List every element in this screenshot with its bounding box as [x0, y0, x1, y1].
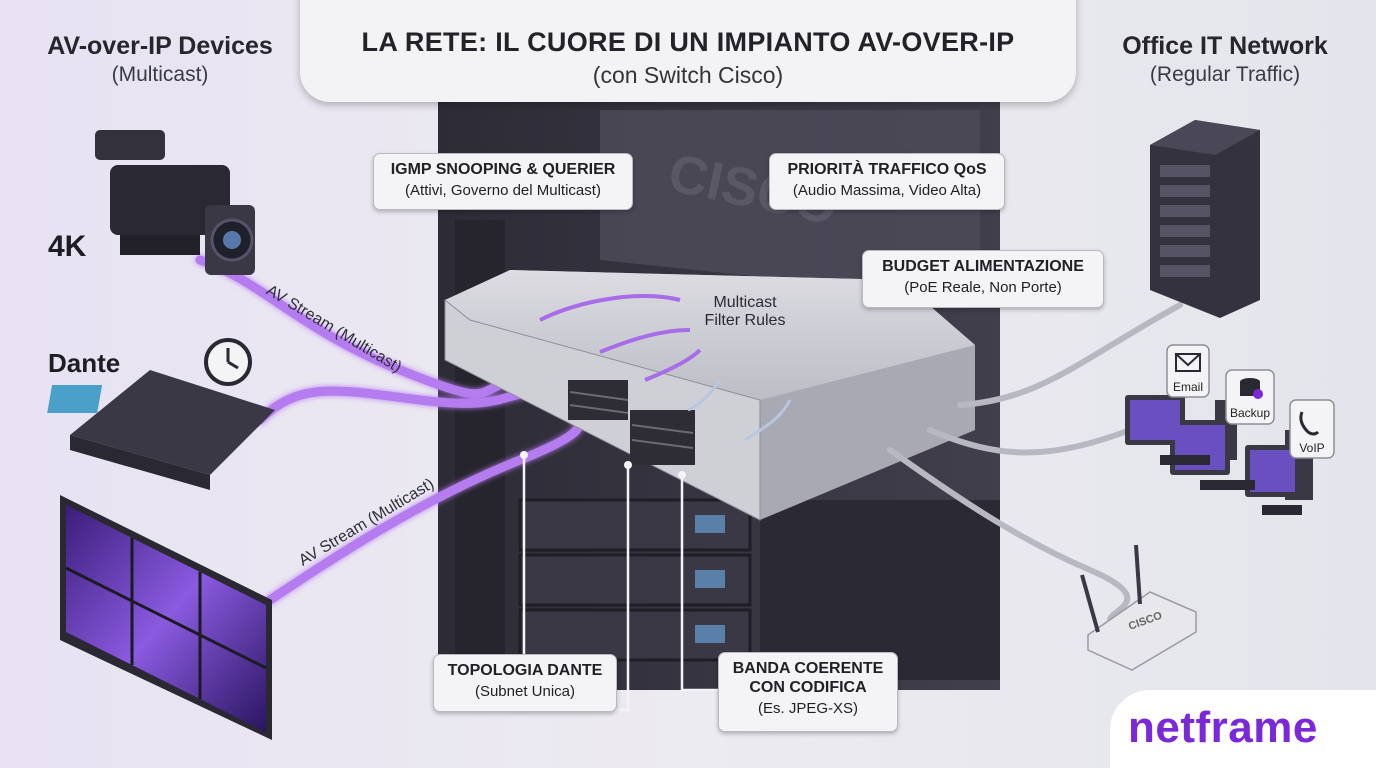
callout-bandwidth: BANDA COERENTE CON CODIFICA (Es. JPEG-XS…: [718, 652, 898, 732]
page-subtitle: (con Switch Cisco): [592, 62, 784, 88]
callout-power: BUDGET ALIMENTAZIONE (PoE Reale, Non Por…: [862, 250, 1104, 308]
callout-qos-desc: (Audio Massima, Video Alta): [792, 182, 982, 199]
envelope-icon: [1175, 353, 1201, 372]
right-header-subtitle: (Regular Traffic): [1149, 63, 1301, 86]
voip-service-box: [1289, 399, 1335, 459]
left-header-title: AV-over-IP Devices: [47, 32, 273, 60]
camera-4k-badge: 4K: [48, 230, 87, 263]
title-panel: [300, 0, 1076, 102]
backup-label: Backup: [1229, 406, 1271, 420]
right-header-title: Office IT Network: [1122, 32, 1328, 60]
cisco-switch: [444, 270, 975, 521]
phone-icon: [1299, 411, 1320, 436]
callout-bandwidth-desc: (Es. JPEG-XS): [757, 700, 858, 717]
callout-qos: PRIORITÀ TRAFFICO QoS (Audio Massima, Vi…: [769, 153, 1005, 210]
cisco-router-icon: CISCO: [1080, 544, 1197, 671]
backup-service-box: [1225, 369, 1275, 425]
multicast-flow-arrows: [539, 294, 702, 382]
brand-corner: [1110, 690, 1376, 768]
voip-label: VoIP: [1299, 441, 1325, 455]
audio-mixer-icon: [47, 338, 275, 490]
left-header-subtitle: (Multicast): [111, 63, 209, 86]
switch-ports: [568, 380, 695, 465]
callout-dante: TOPOLOGIA DANTE (Subnet Unica): [433, 654, 617, 712]
email-label: Email: [1172, 380, 1203, 394]
callout-qos-title: PRIORITÀ TRAFFICO QoS: [787, 161, 987, 178]
dante-logo: Dante: [48, 348, 121, 378]
callout-dante-title: TOPOLOGIA DANTE: [447, 662, 603, 679]
callout-power-title: BUDGET ALIMENTAZIONE: [882, 258, 1084, 275]
callout-power-desc: (PoE Reale, Non Porte): [904, 279, 1062, 296]
callout-igmp: IGMP SNOOPING & QUERIER (Attivi, Governo…: [373, 153, 633, 210]
video-wall-icon: [60, 495, 272, 740]
brand-logo: netframe: [1128, 703, 1318, 752]
callout-igmp-desc: (Attivi, Governo del Multicast): [405, 182, 601, 199]
server-tower-icon: [1150, 120, 1260, 318]
multicast-filter-label: Multicast Filter Rules: [704, 294, 786, 329]
callout-dante-desc: (Subnet Unica): [474, 683, 576, 700]
camera-icon: [95, 130, 255, 275]
callout-bandwidth-title: BANDA COERENTE CON CODIFICA: [732, 660, 884, 696]
callout-igmp-title: IGMP SNOOPING & QUERIER: [390, 161, 616, 178]
page-title: LA RETE: IL CUORE DI UN IMPIANTO AV-OVER…: [361, 27, 1015, 57]
office-workstations-icon: [1125, 395, 1313, 515]
it-network-cables: [887, 302, 1183, 623]
email-service-box: [1166, 344, 1210, 398]
